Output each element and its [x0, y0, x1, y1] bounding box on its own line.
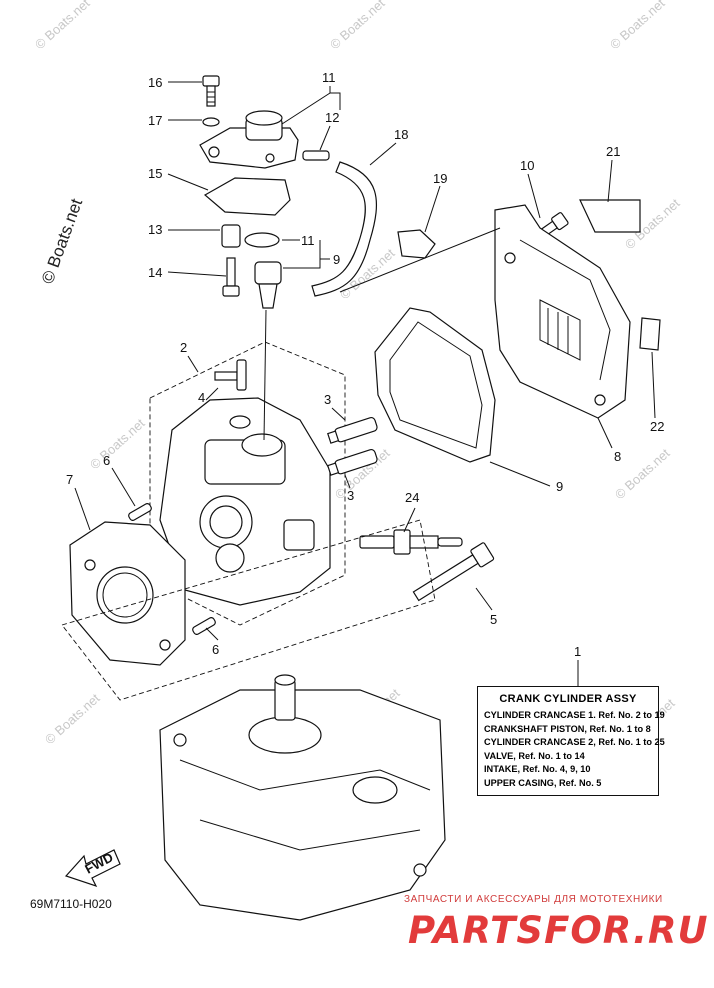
callout-10: 10: [520, 158, 534, 173]
watermark: © Boats.net: [42, 690, 103, 747]
part-13-thermostat-cover: [199, 110, 299, 169]
assembly-reference-box: CRANK CYLINDER ASSY CYLINDER CRANCASE 1.…: [477, 686, 665, 796]
callout-20: 18: [394, 127, 408, 142]
part-5-bolt: [412, 542, 495, 602]
part-8-head-cover: [494, 204, 631, 419]
part-18-bolt: [202, 75, 220, 107]
part-23-sticker: [579, 199, 641, 233]
leader-lines: [74, 81, 656, 686]
assembly-line: INTAKE, Ref. No. 4, 9, 10: [484, 764, 591, 774]
assembly-line: UPPER CASING, Ref. No. 5: [484, 777, 602, 788]
shop-logo[interactable]: PARTSFOR.RU: [408, 909, 709, 952]
part-21-clip: [397, 229, 436, 259]
callout-11: 9: [333, 252, 340, 267]
part-6-dowel: [192, 617, 216, 635]
assembly-title: CRANK CYLINDER ASSY: [499, 693, 637, 705]
part-3-anode: [327, 448, 378, 476]
part-24-spark-plug: [359, 529, 463, 555]
callout-9: 9: [556, 479, 563, 494]
callout-17: 15: [148, 166, 162, 181]
callout-24: 24: [405, 490, 419, 505]
part-3-anode: [327, 416, 378, 444]
part-19-washer: [202, 117, 220, 127]
assembly-line: VALVE, Ref. No. 1 to 14: [484, 750, 585, 761]
callout-3b: 3: [347, 488, 354, 503]
callout-6b: 6: [212, 642, 219, 657]
assembly-line: CYLINDER CRANCASE 2, Ref. No. 1 to 25: [484, 737, 665, 747]
callout-12: 11: [301, 233, 315, 248]
callout-19: 17: [148, 113, 162, 128]
part-9-gasket: [374, 307, 496, 463]
watermark: © Boats.net: [32, 0, 93, 52]
callout-5: 5: [490, 612, 497, 627]
fwd-arrow: FWD: [64, 849, 121, 888]
callout-22: 22: [650, 419, 664, 434]
watermark-large: © Boats.net: [38, 196, 86, 286]
part-20-hose: [311, 161, 377, 297]
callout-1: 1: [574, 644, 581, 659]
part-15-collar: [221, 224, 241, 248]
callout-3: 3: [324, 392, 331, 407]
part-2-cylinder-head: [159, 397, 331, 606]
callout-15: 13: [148, 222, 162, 237]
part-4-fitting: [214, 359, 247, 391]
shop-tagline: ЗАПЧАСТИ И АКСЕССУАРЫ ДЛЯ МОТОТЕХНИКИ: [404, 894, 663, 905]
diagram-code: 69M7110-H020: [30, 897, 112, 911]
callout-numbers: 16 17 11 12 18 15 19 10 21 13 11 9 14 2 …: [66, 70, 664, 659]
crankcase-reference: [159, 674, 446, 921]
watermark: © Boats.net: [327, 0, 388, 52]
callout-8: 8: [614, 449, 621, 464]
callout-7: 7: [66, 472, 73, 487]
callout-14: 12: [325, 110, 339, 125]
part-6-dowel: [128, 503, 152, 521]
callout-2: 2: [180, 340, 187, 355]
mating-plane: [61, 519, 436, 701]
part-17-gasket: [203, 177, 291, 216]
watermark: © Boats.net: [87, 415, 148, 472]
part-14-nipple: [302, 150, 330, 161]
assembly-line: CRANKSHAFT PISTON, Ref. No. 1 to 8: [484, 723, 651, 734]
watermark: © Boats.net: [607, 0, 668, 52]
callout-23: 21: [606, 144, 620, 159]
assembly-line: CYLINDER CRANCASE 1. Ref. No. 2 to 19: [484, 710, 665, 720]
part-16-bolt: [222, 257, 240, 297]
callout-21: 19: [433, 171, 447, 186]
callout-6: 6: [103, 453, 110, 468]
part-7-head-gasket: [69, 521, 186, 666]
part-22-label: [639, 317, 661, 351]
callout-18: 16: [148, 75, 162, 90]
callout-4: 4: [198, 390, 205, 405]
callout-13: 11: [322, 70, 336, 85]
part-12-seal: [244, 232, 280, 248]
callout-16: 14: [148, 265, 162, 280]
part-11-thermostat: [254, 261, 282, 309]
